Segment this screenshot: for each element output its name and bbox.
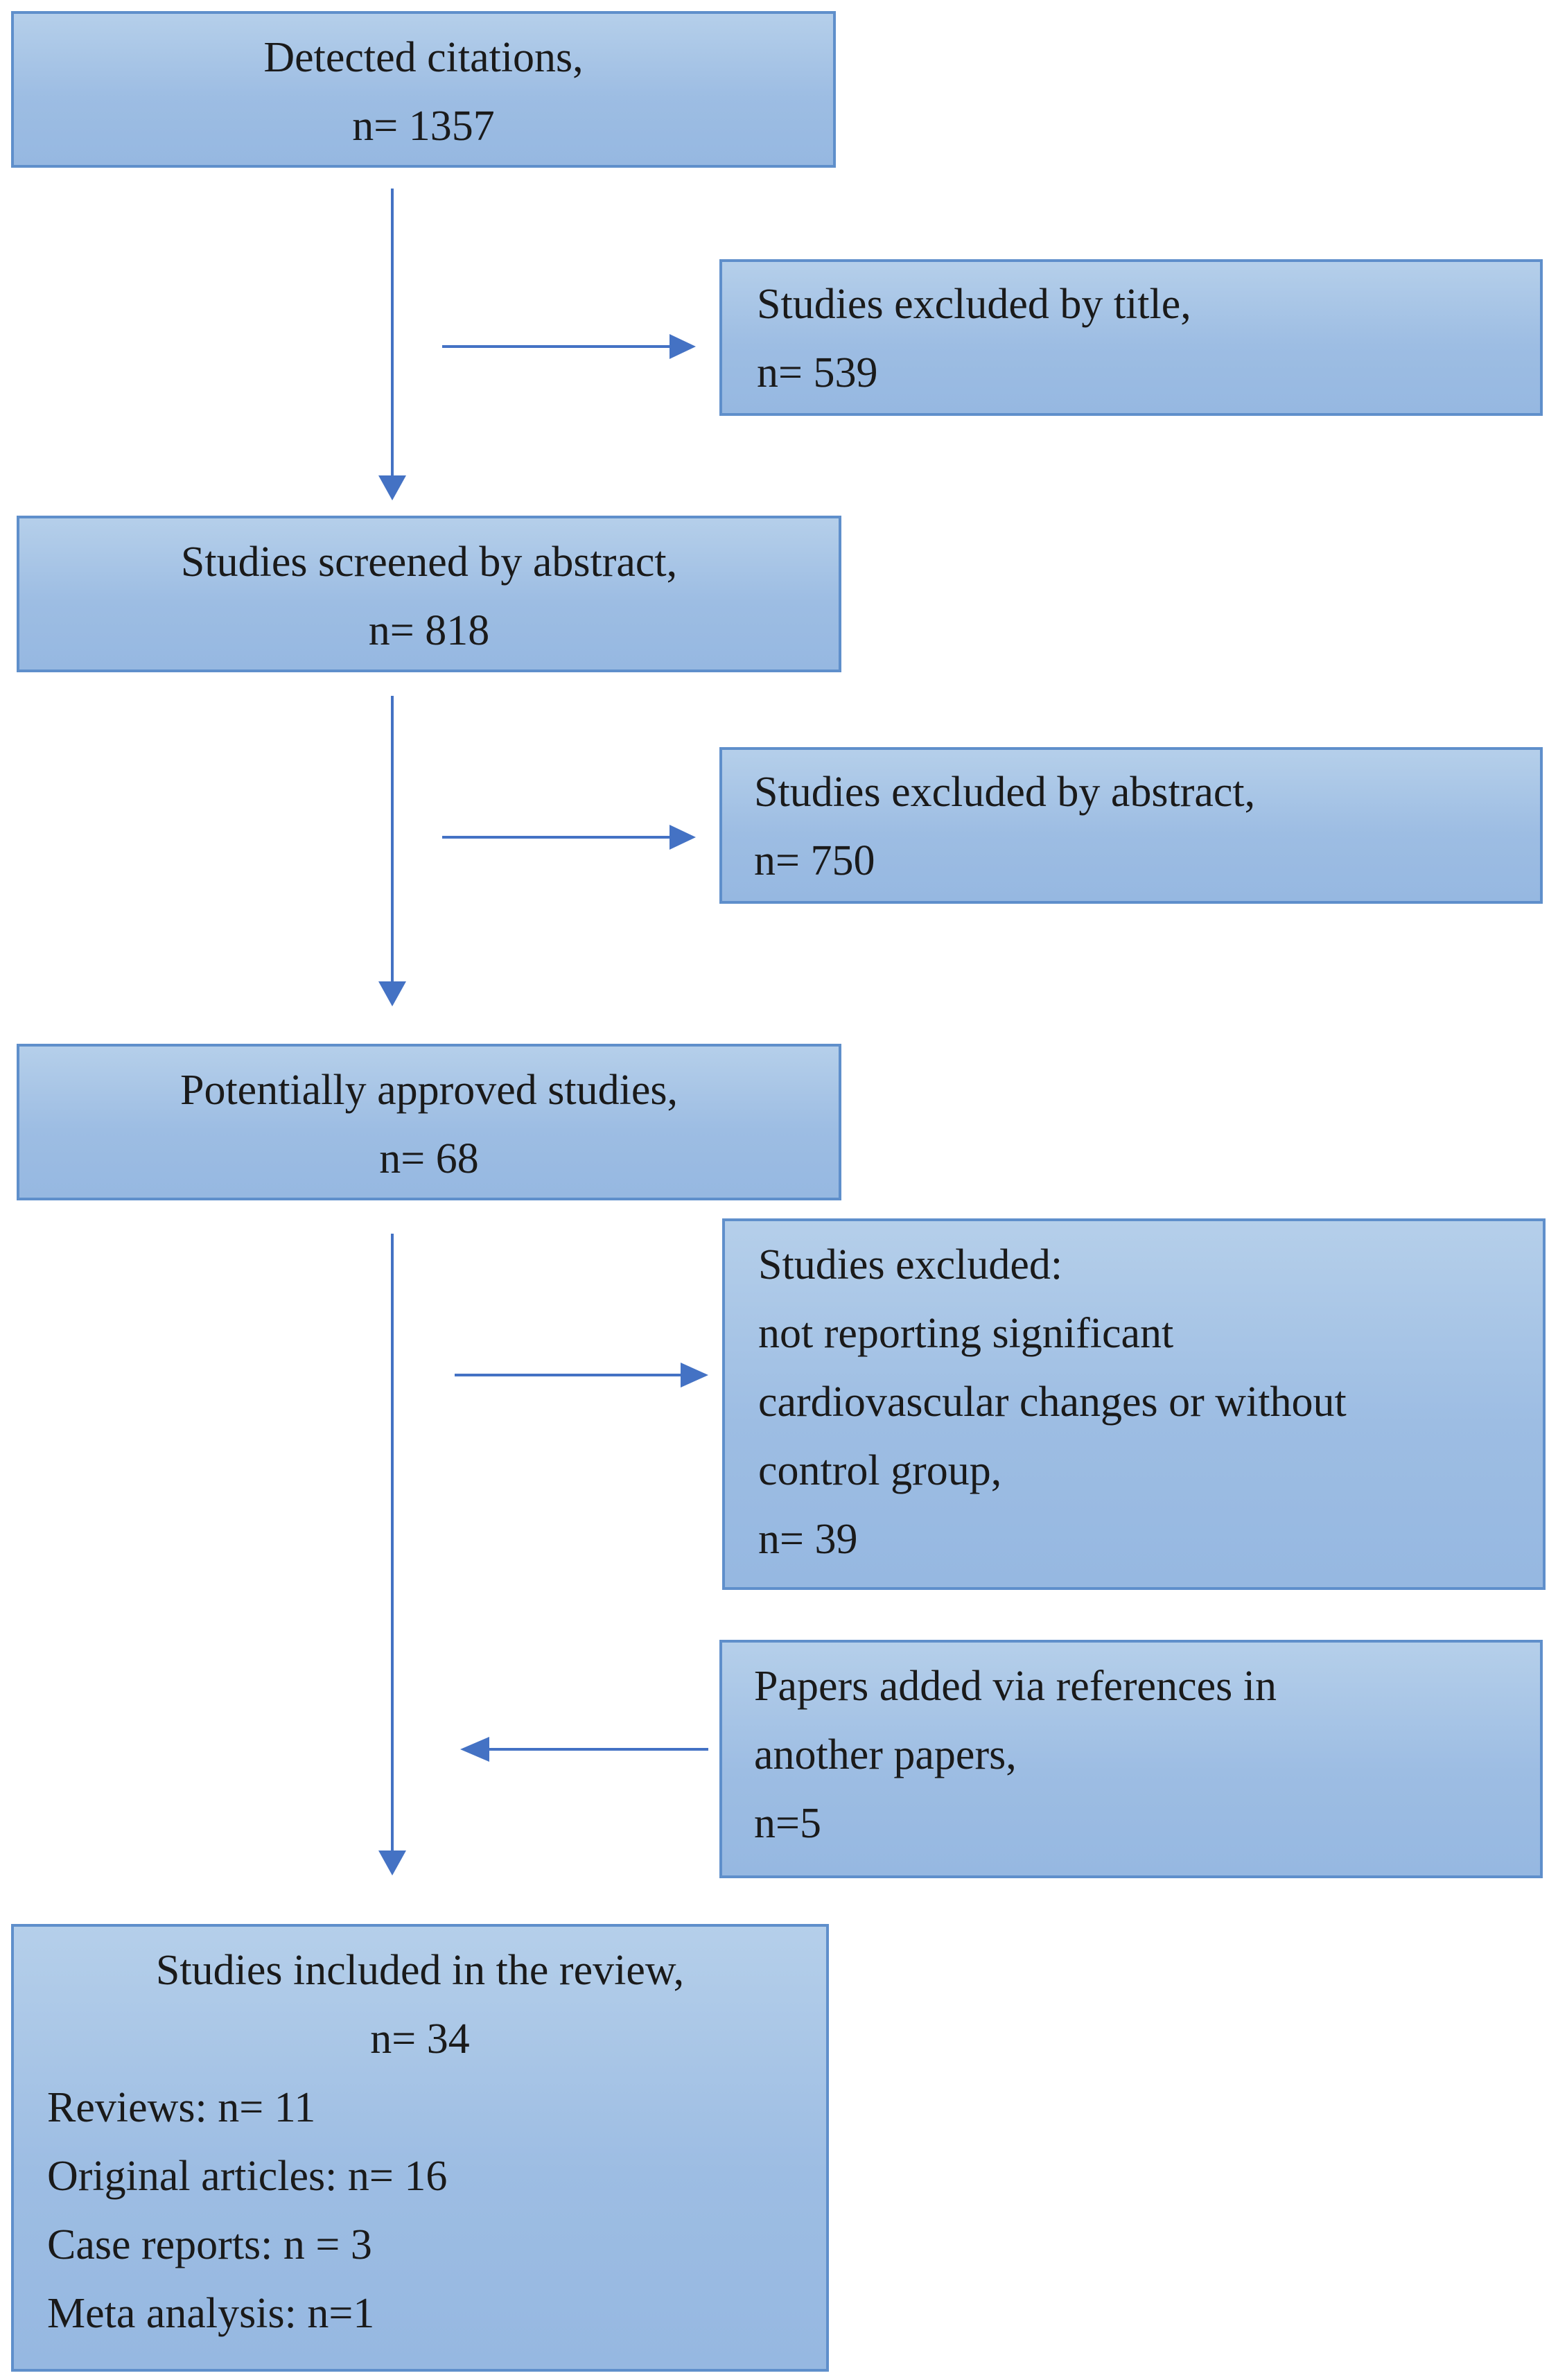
added-line2: another papers, (754, 1731, 1017, 1778)
excluded-abstract-label: Studies excluded by abstract, (754, 769, 1256, 816)
box-detected-citations: Detected citations, n= 1357 (11, 11, 836, 168)
arrowhead-right-2 (669, 825, 696, 850)
excluded-other-line2: not reporting significant (758, 1310, 1174, 1357)
included-case-reports: Case reports: n = 3 (47, 2221, 372, 2268)
approved-title: Potentially approved studies, (180, 1067, 679, 1114)
arrowhead-down-1 (378, 475, 406, 500)
included-meta: Meta analysis: n=1 (47, 2290, 375, 2337)
added-count: n=5 (754, 1800, 821, 1847)
included-title: Studies included in the review, (155, 1947, 685, 1994)
excluded-other-line4: control group, (758, 1447, 1002, 1494)
box-potentially-approved: Potentially approved studies, n= 68 (17, 1044, 841, 1200)
detected-count: n= 1357 (352, 103, 495, 150)
box-included-in-review: Studies included in the review, n= 34 Re… (11, 1924, 829, 2372)
arrowhead-left-1 (460, 1737, 489, 1762)
arrowhead-down-2 (378, 981, 406, 1006)
arrowhead-down-3 (378, 1850, 406, 1875)
excluded-other-line1: Studies excluded: (758, 1241, 1063, 1288)
included-original: Original articles: n= 16 (47, 2153, 448, 2200)
box-excluded-other: Studies excluded: not reporting signific… (722, 1218, 1546, 1590)
box-papers-added: Papers added via references in another p… (719, 1640, 1543, 1878)
excluded-other-count: n= 39 (758, 1516, 858, 1563)
added-line1: Papers added via references in (754, 1663, 1277, 1710)
screened-title: Studies screened by abstract, (180, 539, 678, 586)
box-excluded-by-title: Studies excluded by title, n= 539 (719, 259, 1543, 416)
included-reviews: Reviews: n= 11 (47, 2084, 316, 2131)
excluded-title-label: Studies excluded by title, (757, 281, 1191, 328)
excluded-other-line3: cardiovascular changes or without (758, 1379, 1347, 1426)
arrowhead-right-3 (681, 1363, 708, 1388)
approved-count: n= 68 (379, 1135, 479, 1182)
box-screened-by-abstract: Studies screened by abstract, n= 818 (17, 516, 841, 672)
excluded-abstract-count: n= 750 (754, 837, 875, 884)
excluded-title-count: n= 539 (757, 349, 878, 396)
box-excluded-by-abstract: Studies excluded by abstract, n= 750 (719, 747, 1543, 904)
included-count: n= 34 (370, 2015, 470, 2063)
arrowhead-right-1 (669, 334, 696, 359)
detected-title: Detected citations, (263, 34, 584, 81)
screened-count: n= 818 (368, 607, 490, 654)
